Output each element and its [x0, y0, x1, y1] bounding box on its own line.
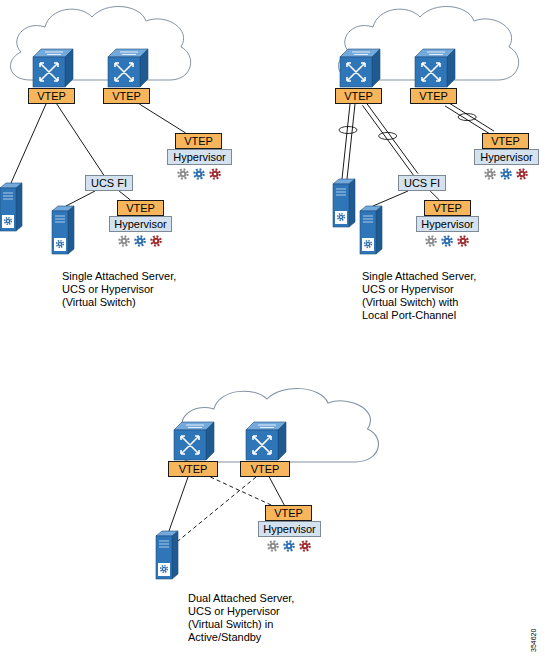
- device-box: Hypervisor: [109, 216, 172, 232]
- box-label: Hypervisor: [421, 219, 474, 230]
- fabric-cloud: [175, 388, 379, 462]
- box-label: UCS FI: [91, 178, 127, 189]
- box-label: VTEP: [179, 464, 208, 475]
- standby-link: [210, 477, 271, 505]
- vm-gear: [178, 169, 187, 178]
- vm-gear: [517, 169, 526, 178]
- port-channel-link: [362, 103, 418, 177]
- switch-icon: [415, 49, 455, 87]
- switch-icon: [174, 422, 214, 460]
- fabric-link: [269, 477, 284, 505]
- vm-gear: [210, 169, 219, 178]
- link-line: [210, 477, 271, 505]
- vtep-box: VTEP: [335, 88, 382, 104]
- link-line: [366, 103, 418, 174]
- vtep-box: VTEP: [482, 133, 529, 149]
- vtep-box: VTEP: [117, 200, 164, 216]
- vtep-box: VTEP: [175, 133, 222, 149]
- link-line: [430, 191, 439, 200]
- vtep-box: VTEP: [103, 88, 150, 104]
- vtep-box: VTEP: [410, 88, 457, 104]
- link-line: [119, 191, 130, 200]
- vm-gear: [501, 169, 510, 178]
- link-line: [362, 105, 414, 176]
- device-box: Hypervisor: [167, 149, 232, 165]
- server-icon: [360, 206, 382, 254]
- box-label: Hypervisor: [263, 524, 316, 535]
- vm-gear: [151, 236, 160, 245]
- vm-gear: [284, 541, 293, 550]
- vtep-box: VTEP: [240, 461, 290, 477]
- port-channel-mark: [458, 114, 476, 121]
- link-line: [139, 104, 185, 133]
- standby-link: [178, 477, 256, 541]
- box-label: Hypervisor: [173, 152, 226, 163]
- device-box: Hypervisor: [416, 216, 479, 232]
- link-line: [269, 477, 284, 505]
- box-label: VTEP: [112, 91, 141, 102]
- server-link: [66, 191, 95, 206]
- server-icon: [52, 206, 74, 254]
- link-line: [445, 106, 491, 135]
- port-channel-mark: [379, 132, 397, 139]
- switch-icon: [33, 49, 73, 87]
- box-label: VTEP: [184, 136, 213, 147]
- box-label: Hypervisor: [114, 219, 167, 230]
- box-label: VTEP: [274, 508, 303, 519]
- box-label: VTEP: [491, 136, 520, 147]
- box-label: Hypervisor: [480, 152, 533, 163]
- box-label: VTEP: [344, 91, 373, 102]
- caption-text: Single Attached Server, UCS or Hyperviso…: [362, 270, 482, 322]
- vm-gear: [119, 236, 128, 245]
- link-line: [448, 102, 494, 131]
- box-label: UCS FI: [404, 178, 440, 189]
- switch-icon: [340, 49, 380, 87]
- figure-number: 354620: [530, 629, 538, 652]
- vm-gear: [442, 236, 451, 245]
- server-link: [373, 191, 408, 206]
- vtep-box: VTEP: [28, 88, 75, 104]
- box-label: VTEP: [126, 203, 155, 214]
- vm-gear: [485, 169, 494, 178]
- fabric-link: [430, 191, 439, 200]
- server-link: [11, 104, 46, 183]
- server-icon: [0, 183, 22, 231]
- port-channel-mark: [339, 127, 357, 134]
- box-label: VTEP: [251, 464, 280, 475]
- switch-icon: [108, 49, 148, 87]
- fabric-link: [119, 191, 130, 200]
- vtep-box: VTEP: [168, 461, 218, 477]
- vm-gear: [426, 236, 435, 245]
- box-label: VTEP: [37, 91, 66, 102]
- caption-text: Single Attached Server, UCS or Hyperviso…: [62, 270, 182, 309]
- switch-icon: [246, 422, 286, 460]
- vm-gear: [458, 236, 467, 245]
- server-link: [347, 104, 355, 179]
- vm-gear: [268, 541, 277, 550]
- device-box: UCS FI: [398, 175, 446, 191]
- fabric-link: [57, 104, 104, 175]
- server-icon: [333, 179, 355, 227]
- port-channel-link: [445, 102, 494, 135]
- link-line: [57, 104, 104, 175]
- box-label: VTEP: [419, 91, 448, 102]
- caption-text: Dual Attached Server, UCS or Hypervisor …: [188, 592, 308, 644]
- vm-gear: [300, 541, 309, 550]
- device-box: Hypervisor: [474, 149, 539, 165]
- device-box: UCS FI: [85, 175, 133, 191]
- vm-gear: [194, 169, 203, 178]
- server-link: [342, 104, 350, 179]
- vtep-box: VTEP: [265, 505, 312, 521]
- box-label: VTEP: [433, 203, 462, 214]
- vtep-box: VTEP: [424, 200, 471, 216]
- device-box: Hypervisor: [258, 521, 321, 537]
- vm-gear: [135, 236, 144, 245]
- server-link: [169, 477, 188, 531]
- fabric-link: [139, 104, 185, 133]
- server-icon: [156, 531, 178, 579]
